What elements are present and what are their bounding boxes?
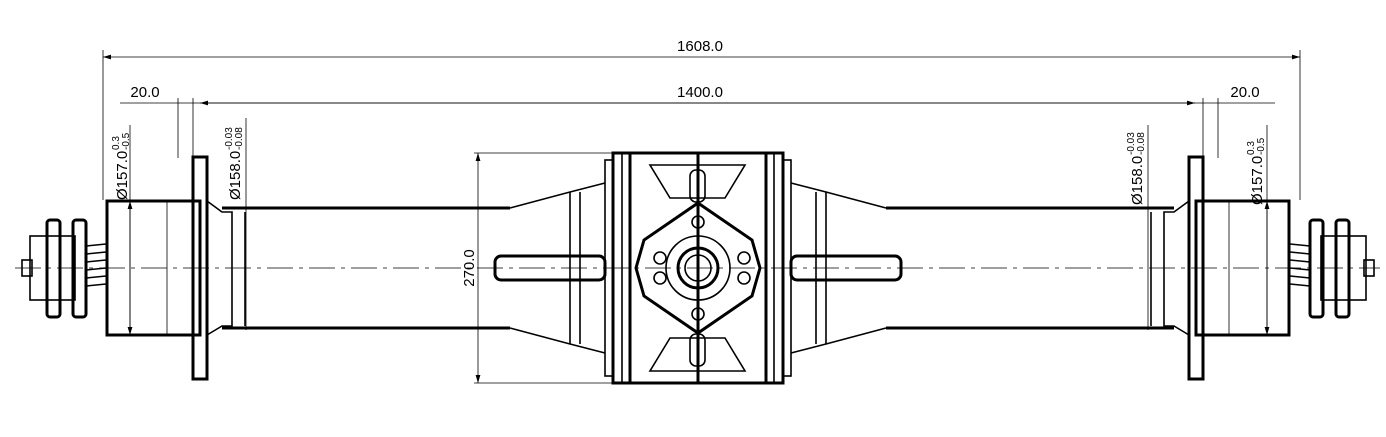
overall-length-dimension: 1608.0 (102, 38, 1301, 200)
housing-height-label: 270.0 (461, 249, 478, 287)
right-hub-tol-lower: -0.5 (1256, 137, 1267, 155)
left-hub-tol-upper: 0.3 (111, 136, 122, 150)
left-offset-label: 20.0 (130, 84, 159, 101)
right-hub-diameter-nominal: Ø157.0 (1249, 156, 1266, 205)
differential-housing (634, 155, 762, 381)
left-seat-tol-upper: -0.03 (224, 127, 235, 150)
right-offset-label: 20.0 (1230, 84, 1259, 101)
right-hub-tol-upper: 0.3 (1246, 141, 1257, 155)
left-hub-diameter-nominal: Ø157.0 (114, 151, 131, 200)
left-hub-tol-lower: -0.5 (121, 132, 132, 150)
housing-height-dimension: 270.0 (461, 152, 613, 384)
left-seat-diameter: Ø158.0 -0.03 -0.08 (224, 118, 247, 330)
tube-span-label: 1400.0 (677, 84, 723, 101)
right-seat-diameter: Ø158.0 -0.03 -0.08 (1126, 125, 1149, 330)
left-seat-tol-lower: -0.08 (234, 127, 245, 150)
right-seat-diameter-nominal: Ø158.0 (1129, 156, 1146, 205)
right-seat-tol-upper: -0.03 (1126, 132, 1137, 155)
right-seat-tol-lower: -0.08 (1136, 132, 1147, 155)
axle-left-half (21, 151, 700, 385)
tube-span-dimension: 1400.0 20.0 20.0 (120, 84, 1275, 158)
overall-length-label: 1608.0 (677, 38, 723, 55)
left-seat-diameter-nominal: Ø158.0 (227, 151, 244, 200)
right-hub-diameter: Ø157.0 0.3 -0.5 (1246, 125, 1270, 335)
left-hub-diameter: Ø157.0 0.3 -0.5 (111, 125, 133, 335)
